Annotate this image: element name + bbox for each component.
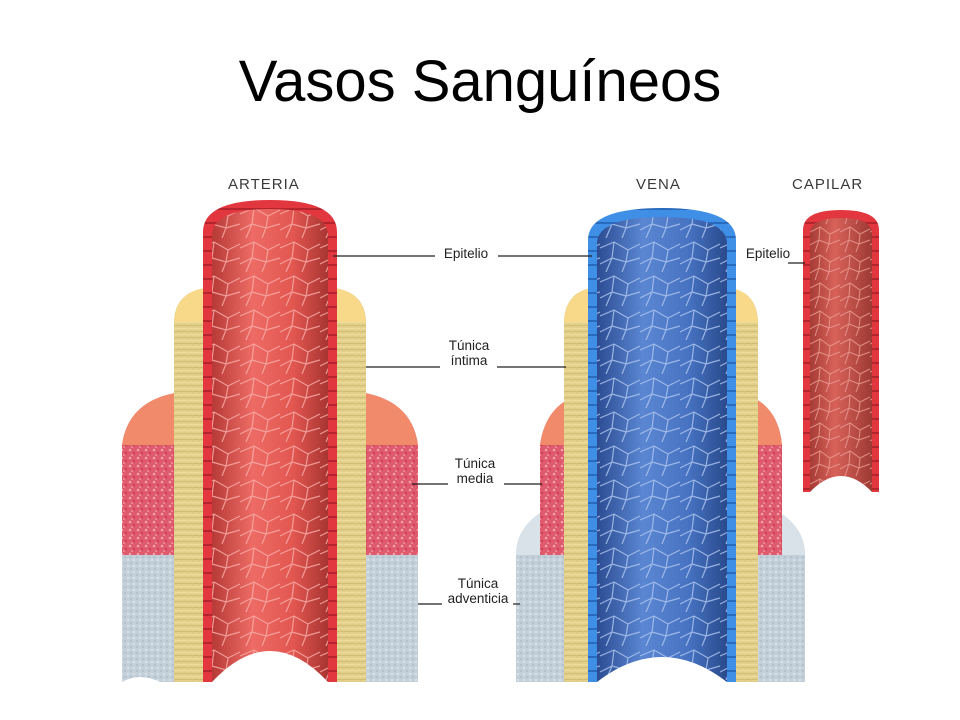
page-title: Vasos Sanguíneos — [238, 49, 722, 114]
label-tunica-media-line1: Túnica — [454, 456, 496, 471]
vein-opening — [597, 657, 727, 682]
label-capilar: CAPILAR — [792, 176, 864, 193]
label-tunica-adventicia-line2: adventicia — [447, 591, 509, 606]
vein-endothelial-cells — [597, 217, 727, 682]
label-tunica-intima: Túnica íntima — [440, 338, 498, 368]
capillary-illustration — [803, 210, 879, 492]
capillary-endothelial-cells — [810, 218, 872, 492]
label-tunica-intima-line2: íntima — [450, 353, 488, 368]
label-capilar-epitelio: Epitelio — [740, 246, 796, 261]
label-tunica-intima-line1: Túnica — [448, 338, 490, 353]
label-tunica-media-line2: media — [456, 471, 494, 486]
label-epitelio-text: Epitelio — [443, 246, 489, 261]
artery-endothelial-cells — [212, 209, 328, 682]
label-capilar-epitelio-text: Epitelio — [745, 246, 791, 261]
capillary-opening — [810, 476, 872, 492]
label-vena: VENA — [636, 176, 681, 193]
label-epitelio: Epitelio — [434, 246, 498, 261]
label-arteria: ARTERIA — [228, 176, 300, 193]
leader-lines — [333, 255, 805, 605]
label-tunica-adventicia: Túnica adventicia — [440, 576, 516, 606]
label-tunica-media: Túnica media — [446, 456, 504, 486]
artery-opening — [212, 651, 328, 682]
label-tunica-adventicia-line1: Túnica — [457, 576, 499, 591]
artery-illustration — [122, 200, 418, 682]
vein-illustration — [516, 208, 805, 682]
